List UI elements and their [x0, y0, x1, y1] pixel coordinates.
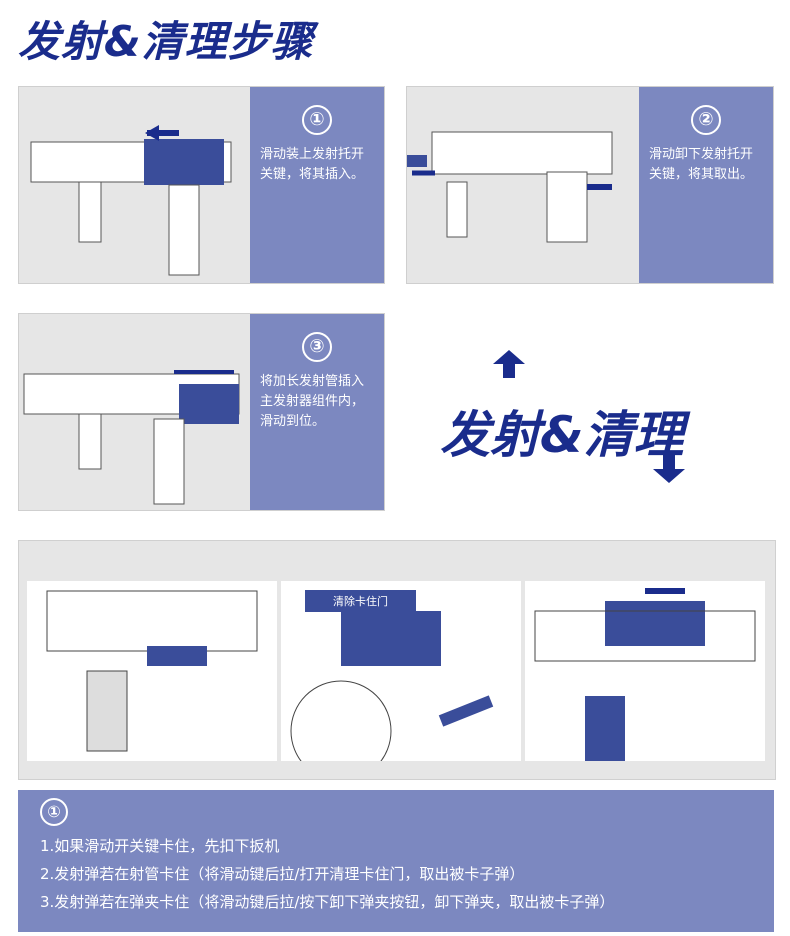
step-1-panel: ① 滑动装上发射托开关键，将其插入。 — [18, 86, 385, 284]
clearing-instructions: ① 1.如果滑动开关键卡住，先扣下扳机 2.发射弹若在射管卡住（将滑动键后拉/打… — [18, 790, 774, 932]
clearing-illustration-panel — [18, 540, 776, 780]
step-1-number: ① — [302, 105, 332, 135]
down-arrow-icon — [653, 455, 685, 483]
blaster-illustration-2 — [407, 87, 639, 283]
step-3-number: ③ — [302, 332, 332, 362]
section-title: 发射&清理 — [440, 395, 684, 467]
note-number: ① — [40, 798, 68, 826]
clearing-illustration-1 — [27, 581, 277, 761]
instruction-line-1: 1.如果滑动开关键卡住，先扣下扳机 — [40, 832, 752, 860]
step-2-number: ② — [691, 105, 721, 135]
up-arrow-icon — [493, 350, 525, 378]
step-2-desc: ② 滑动卸下发射托开关键，将其取出。 — [639, 87, 773, 283]
instruction-line-2: 2.发射弹若在射管卡住（将滑动键后拉/打开清理卡住门，取出被卡子弹） — [40, 860, 752, 888]
step-2-text: 滑动卸下发射托开关键，将其取出。 — [649, 145, 763, 185]
instruction-line-3: 3.发射弹若在弹夹卡住（将滑动键后拉/按下卸下弹夹按钮，卸下弹夹，取出被卡子弹） — [40, 888, 752, 916]
step-1-desc: ① 滑动装上发射托开关键，将其插入。 — [250, 87, 384, 283]
page-title: 发射&清理步骤 — [18, 8, 314, 69]
step-3-desc: ③ 将加长发射管插入主发射器组件内，滑动到位。 — [250, 314, 384, 510]
clear-jam-door-label: 清除卡住门 — [305, 590, 416, 612]
step-1-text: 滑动装上发射托开关键，将其插入。 — [260, 145, 374, 185]
step-2-panel: ② 滑动卸下发射托开关键，将其取出。 — [406, 86, 774, 284]
blaster-illustration-3 — [19, 314, 251, 510]
blaster-illustration-1 — [19, 87, 251, 283]
step-3-text: 将加长发射管插入主发射器组件内，滑动到位。 — [260, 372, 374, 432]
step-3-panel: ③ 将加长发射管插入主发射器组件内，滑动到位。 — [18, 313, 385, 511]
clearing-illustration-3 — [525, 581, 765, 761]
